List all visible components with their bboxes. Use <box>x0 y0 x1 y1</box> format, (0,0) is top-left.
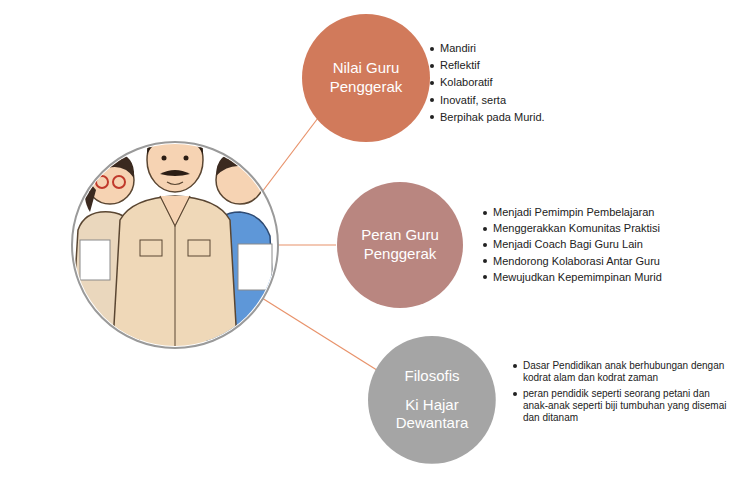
leader-line <box>262 118 318 192</box>
bullet-dot <box>430 81 434 85</box>
bullet-text: Kolaboratif <box>440 76 493 89</box>
topic-title: Filosofis <box>404 367 459 386</box>
bullet-text: Mendorong Kolaborasi Antar Guru <box>493 255 660 268</box>
bullet-dot <box>513 392 517 396</box>
bullet-text: Reflektif <box>440 59 480 72</box>
circle-fill <box>337 182 463 308</box>
bullet-item: Menjadi Pemimpin Pembelajaran <box>483 206 713 219</box>
bullet-item: Reflektif <box>430 59 600 72</box>
bullet-item: Berpihak pada Murid. <box>430 111 600 124</box>
bullet-item: Menjadi Coach Bagi Guru Lain <box>483 238 713 251</box>
bullet-dot <box>483 259 487 263</box>
topic-circle: Peran Guru Penggerak <box>337 182 463 308</box>
bullet-dot <box>430 64 434 68</box>
bullet-dot <box>483 243 487 247</box>
bullet-item: Inovatif, serta <box>430 94 600 107</box>
bullet-text: Menggerakkan Komunitas Praktisi <box>493 222 660 235</box>
circle-fill <box>302 14 430 142</box>
topic-title: Ki Hajar Dewantara <box>387 396 477 434</box>
topic-title: Nilai Guru Penggerak <box>317 59 415 97</box>
bullet-dot <box>483 211 487 215</box>
bullet-dot <box>483 275 487 279</box>
bullet-text: Menjadi Coach Bagi Guru Lain <box>493 238 643 251</box>
leader-line <box>262 298 380 372</box>
bullet-text: Inovatif, serta <box>440 94 506 107</box>
bullet-item: Mendorong Kolaborasi Antar Guru <box>483 255 713 268</box>
bullet-text: Mewujudkan Kepemimpinan Murid <box>493 271 662 284</box>
bullet-item: Mandiri <box>430 42 600 55</box>
bullet-dot <box>430 47 434 51</box>
bullet-dot <box>430 115 434 119</box>
bullet-item: Mewujudkan Kepemimpinan Murid <box>483 271 713 284</box>
bullet-item: Dasar Pendidikan anak berhubungan dengan… <box>513 360 735 384</box>
leader-line <box>278 244 336 245</box>
bullet-item: Menggerakkan Komunitas Praktisi <box>483 222 713 235</box>
bullet-item: peran pendidik seperti seorang petani da… <box>513 388 735 424</box>
bullet-dot <box>483 227 487 231</box>
bullet-list: Menjadi Pemimpin PembelajaranMenggerakka… <box>483 206 713 287</box>
bullet-text: Berpihak pada Murid. <box>440 111 545 124</box>
bullet-dot <box>513 364 517 368</box>
topic-circle: Nilai Guru Penggerak <box>302 14 430 142</box>
topic-circle: Filosofis Ki Hajar Dewantara <box>368 336 496 464</box>
bullet-text: Mandiri <box>440 42 476 55</box>
bullet-list: Dasar Pendidikan anak berhubungan dengan… <box>513 360 735 428</box>
bullet-text: Dasar Pendidikan anak berhubungan dengan… <box>523 360 735 384</box>
bullet-text: peran pendidik seperti seorang petani da… <box>523 388 735 424</box>
bullet-dot <box>430 98 434 102</box>
topic-title: Peran Guru Penggerak <box>352 226 448 264</box>
teachers-illustration <box>70 122 276 360</box>
bullet-list: MandiriReflektifKolaboratifInovatif, ser… <box>430 42 600 128</box>
bullet-text: Menjadi Pemimpin Pembelajaran <box>493 206 654 219</box>
circle-fill <box>368 336 496 464</box>
bullet-item: Kolaboratif <box>430 76 600 89</box>
